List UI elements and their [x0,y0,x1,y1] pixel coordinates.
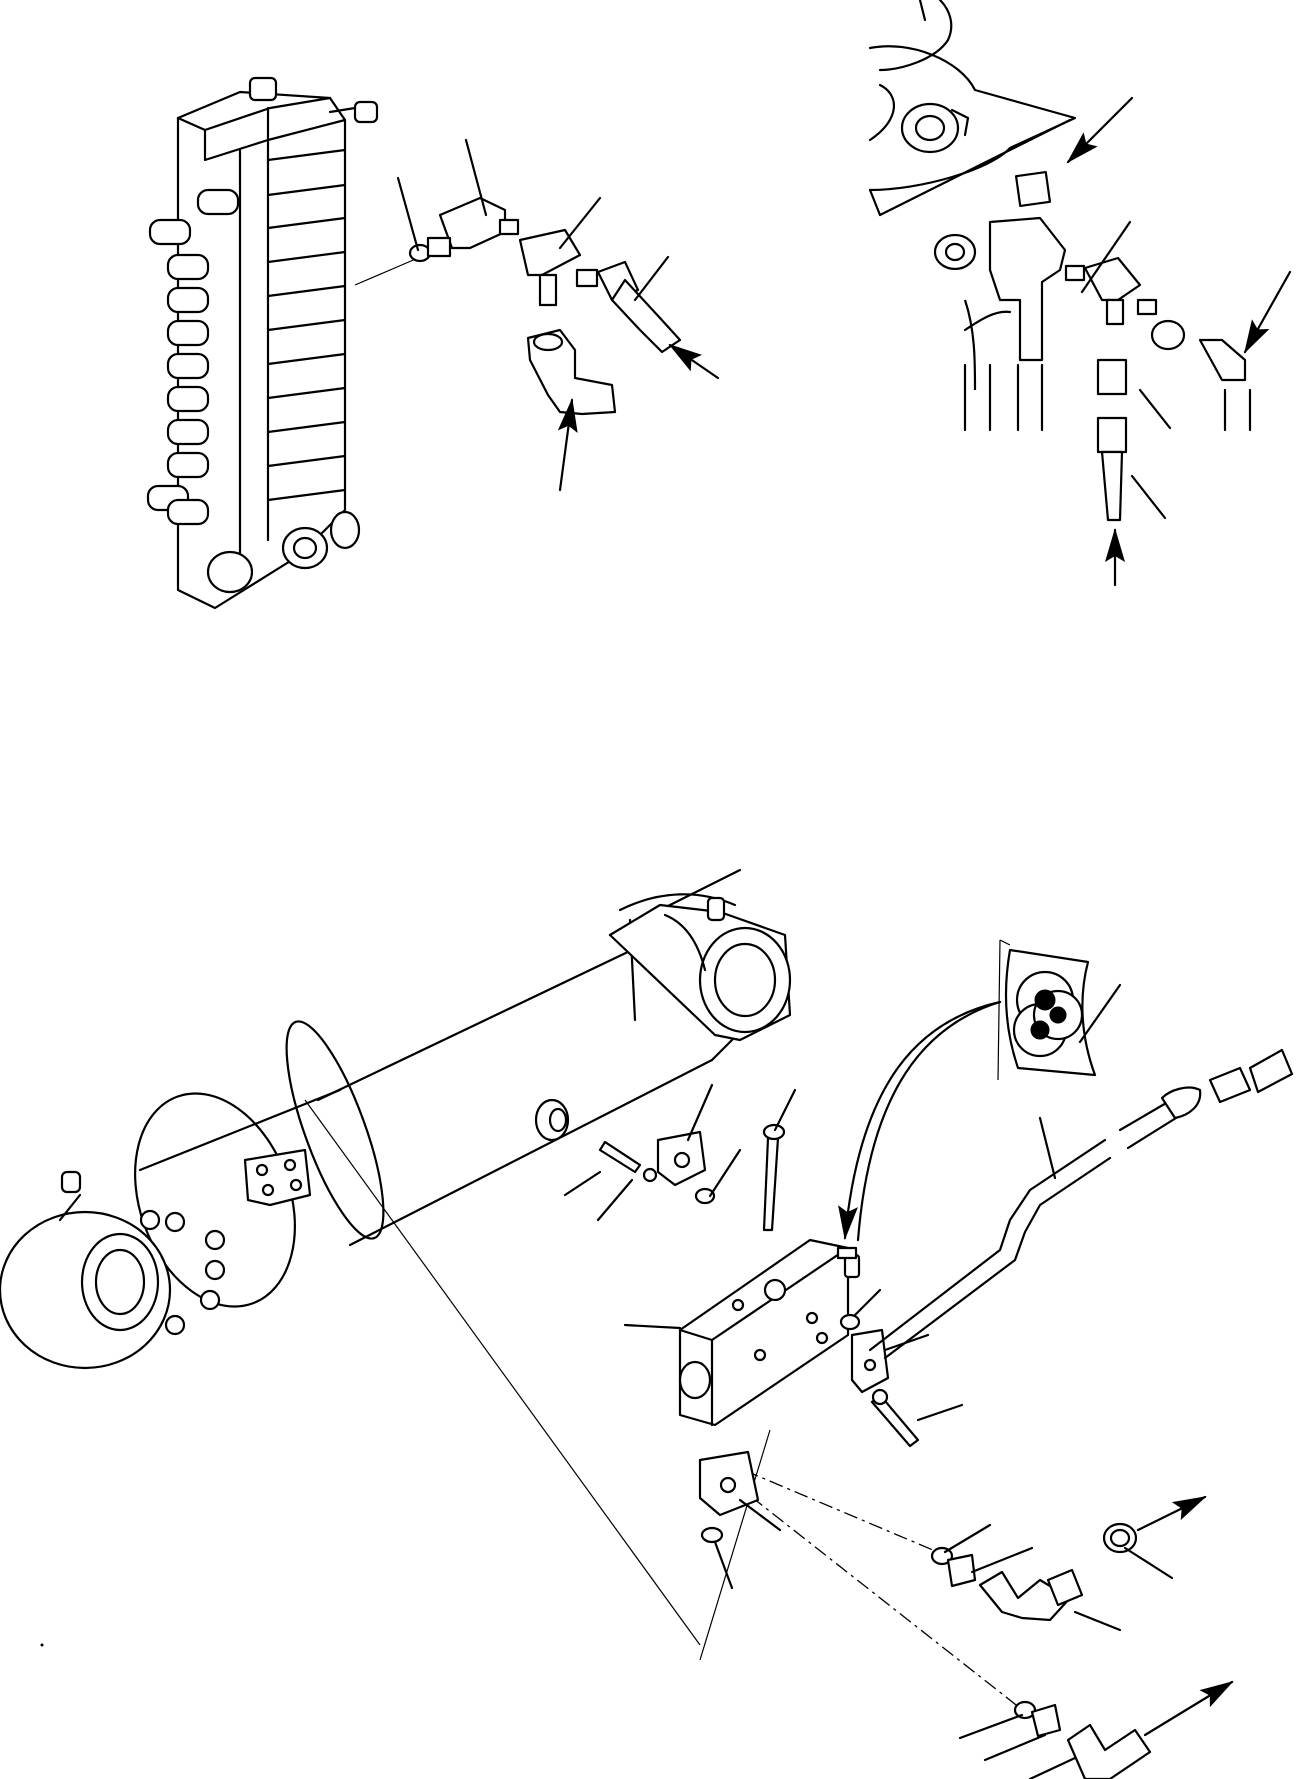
kit-pointer-arrow [838,1000,1002,1240]
control-valve-body [146,76,379,610]
bottom-flange [698,1450,760,1544]
fittings-row-1 [930,1522,1138,1622]
seal-kit-bag [997,939,1097,1081]
hose-straight [596,260,682,354]
flow-arrow-4 [1243,270,1292,354]
boom-cylinder-view [0,868,1294,1779]
flow-arrow-6 [1136,1495,1207,1532]
callout-leader-5 [1080,220,1132,294]
steel-pipe [868,1048,1294,1360]
cap-end [608,896,792,1042]
swing-tee [963,216,1067,432]
hex-nut-2 [1096,416,1128,454]
spacer-block [1014,170,1052,208]
callout-leader-2 [464,138,488,217]
hex-nut-1 [1096,358,1128,396]
head-bolts [139,1209,226,1336]
elbow-fitting [426,196,520,258]
callout-leader-1 [396,176,420,252]
top-flange [598,1123,786,1232]
flow-arrow-3 [1066,96,1134,164]
control-valve-view [146,76,720,610]
tee-fitting [518,228,599,307]
flow-arrow-7 [1143,1680,1234,1737]
callout-leader-3 [558,196,602,250]
nut-right [1150,319,1186,351]
pipe-flange [839,1313,920,1448]
spool-sections [238,138,347,562]
flow-arrow-1 [668,343,720,380]
safety-valve-block [678,1238,861,1427]
tee-fitting-2 [1064,256,1158,326]
swing-motor-view [868,0,1292,587]
cylinder-port-pad [243,1148,312,1207]
rod-eye [0,1170,172,1370]
hose-elbow [526,328,617,416]
callout-leader-4 [633,255,670,302]
swing-hose [1100,450,1124,522]
left-plugs [146,188,240,526]
flow-arrow-2 [557,398,578,492]
fittings-row-2 [1013,1700,1152,1779]
callout-leaders-view3 [563,983,1174,1779]
